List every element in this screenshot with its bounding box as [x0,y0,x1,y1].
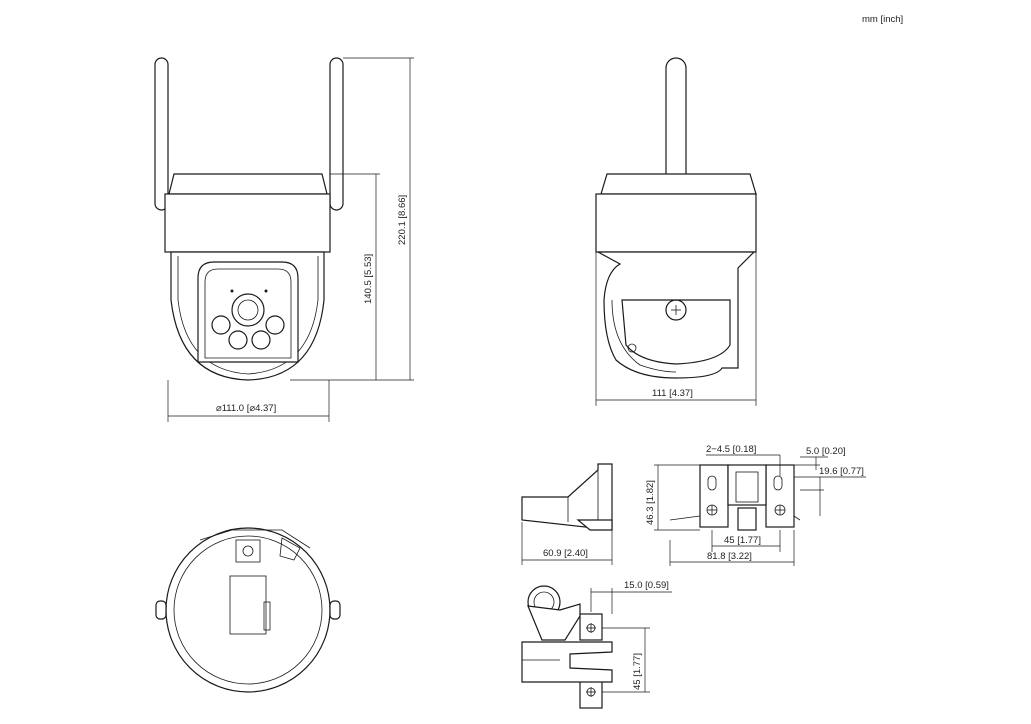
front-height-body-label: 140.5 [5.53] [363,254,374,304]
bracket-hole-spacing-label: 45 [1.77] [724,535,761,546]
front-width-label: ⌀111.0 [⌀4.37] [216,403,276,414]
bracket-height-label: 46.3 [1.82] [645,480,656,525]
camera-side-view [595,57,757,406]
bracket-front-view [654,454,866,566]
bracket-width-label: 81.8 [3.22] [707,551,752,562]
front-height-total-label: 220.1 [8.66] [397,195,408,245]
bracket-offset-med-label: 19.6 [0.77] [819,466,864,477]
bracket-holes-label: 2−4.5 [0.18] [706,444,756,455]
bracket-top-offset-label: 15.0 [0.59] [624,580,669,591]
camera-front-view [154,57,414,422]
bracket-side-view [521,463,613,565]
bracket-depth-label: 60.9 [2.40] [543,548,588,559]
bracket-top-spacing-label: 45 [1.77] [632,653,643,690]
camera-bottom-view [155,527,341,693]
bracket-top-view [521,585,672,709]
side-width-label: 111 [4.37] [652,388,693,399]
bracket-offset-small-label: 5.0 [0.20] [806,446,846,457]
units-label: mm [inch] [862,14,903,25]
